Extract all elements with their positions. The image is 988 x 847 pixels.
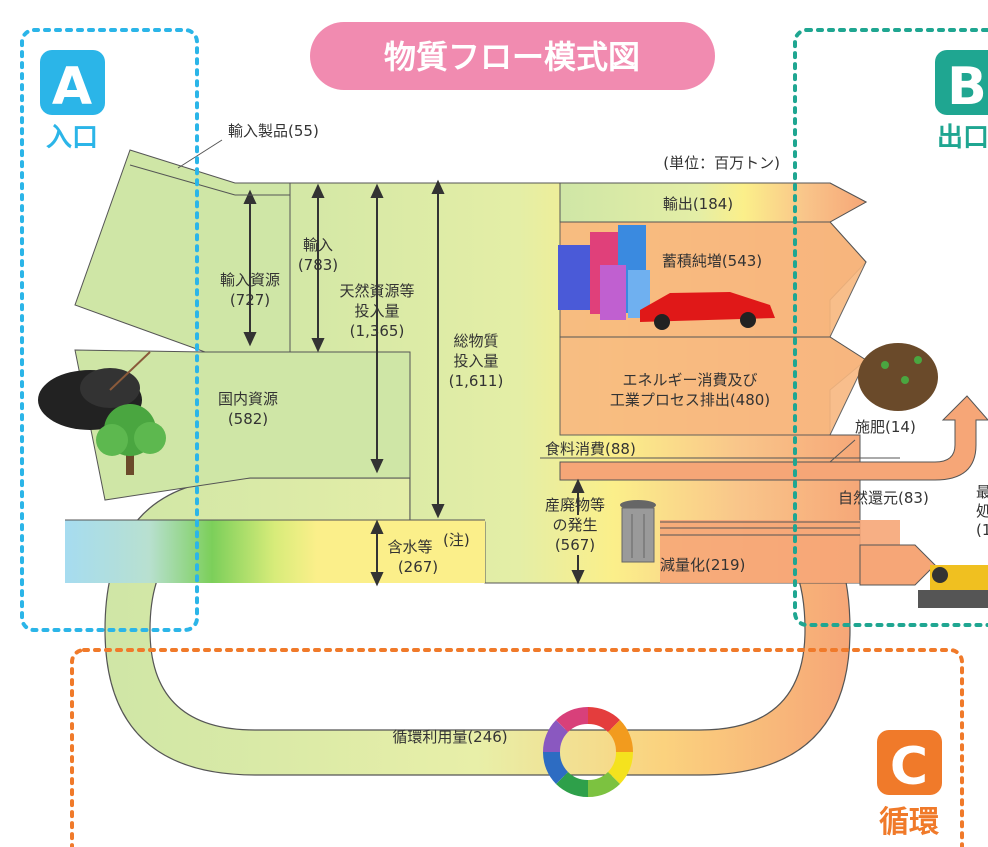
label-energy-1: エネルギー消費及び [622, 371, 757, 389]
label-export: 輸出(184) [663, 195, 733, 213]
zone-b-badge [935, 50, 988, 115]
zone-a-name: 入口 [46, 123, 98, 153]
label-import: 輸入 [303, 236, 333, 254]
label-accumulation: 蓄積純増(543) [662, 252, 762, 270]
label-reduction: 減量化(219) [660, 556, 745, 574]
zone-a-box [20, 28, 199, 632]
label-total-input-value: (1,611) [449, 372, 504, 390]
label-natural-resources-1: 天然資源等 [339, 282, 414, 300]
label-natural-resources-value: (1,365) [350, 322, 405, 340]
label-food: 食料消費(88) [545, 440, 636, 458]
label-total-input-1: 総物質 [453, 332, 498, 350]
buildings-illustration [558, 225, 650, 320]
zone-c-badge [877, 730, 942, 795]
label-import-resources-value: (727) [230, 291, 270, 309]
bulldozer-illustration [918, 565, 988, 608]
tree-illustration [96, 404, 166, 475]
label-water-note: (注) [443, 531, 470, 549]
zone-b-box [793, 28, 988, 627]
recycle-ring-icon [542, 706, 634, 798]
label-recycling: 循環利用量(246) [392, 728, 507, 746]
water-flow-band [65, 520, 485, 583]
zone-a-badge [40, 50, 105, 115]
label-water: 含水等 [387, 538, 432, 556]
diagram-title: 物質フロー模式図 [384, 38, 640, 76]
label-import-value: (783) [298, 256, 338, 274]
zone-c-letter: C [890, 737, 928, 797]
label-total-input-2: 投入量 [453, 352, 498, 370]
zone-b-letter: B [947, 57, 987, 117]
label-waste-2: の発生 [552, 516, 597, 534]
measurement-arrows [243, 179, 585, 587]
label-waste-1: 産廃物等 [545, 496, 605, 514]
soil-plant-illustration [858, 343, 938, 411]
label-natural-return: 自然還元(83) [838, 489, 929, 507]
zone-c-name: 循環 [879, 805, 940, 840]
label-fertilizer: 施肥(14) [855, 418, 916, 436]
label-import-products: 輸入製品(55) [228, 122, 319, 140]
trash-can-illustration [620, 500, 656, 563]
label-waste-value: (567) [555, 536, 595, 554]
zone-c-box [70, 648, 964, 847]
label-final-disposal-1: 最 [976, 483, 988, 501]
energy-arrow [559, 336, 867, 436]
title-pill [310, 22, 715, 90]
label-natural-resources-2: 投入量 [354, 302, 399, 320]
label-final-disposal-3: (1 [976, 521, 988, 539]
zone-b-name: 出口 [937, 123, 988, 153]
disposal-flow-band [660, 520, 900, 583]
label-import-resources: 輸入資源 [220, 271, 280, 289]
sports-car-illustration [640, 292, 775, 330]
natural-return-arrow [559, 395, 988, 481]
label-water-value: (267) [398, 558, 438, 576]
zone-a-letter: A [52, 57, 92, 117]
export-arrow [559, 182, 868, 223]
label-energy-2: 工業プロセス排出(480) [610, 391, 770, 409]
label-domestic: 国内資源 [218, 390, 278, 408]
final-disposal-arrow [859, 544, 936, 586]
label-domestic-value: (582) [228, 410, 268, 428]
label-unit: (単位：百万トン) [663, 154, 780, 172]
label-final-disposal-2: 処 [976, 502, 988, 520]
